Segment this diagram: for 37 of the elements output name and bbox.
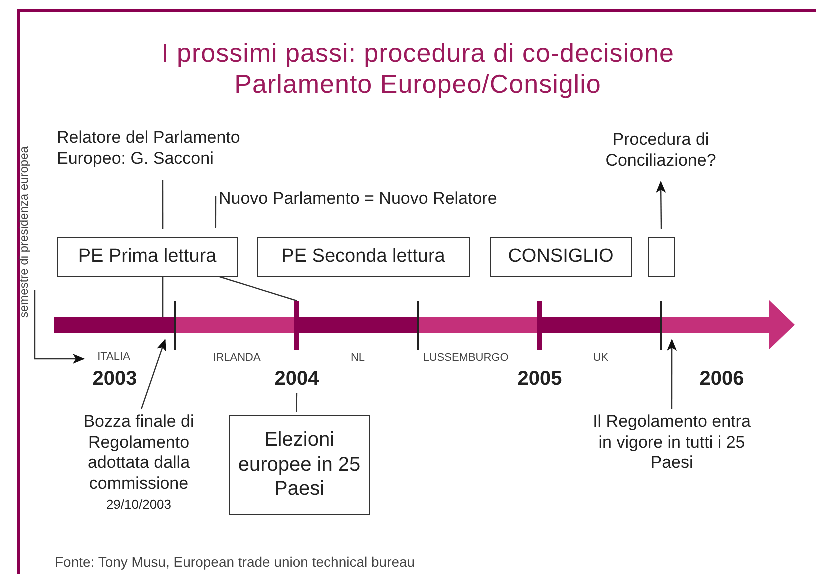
stage-box [229, 415, 370, 515]
leader-line [296, 392, 298, 412]
year-label: 2003 [92, 368, 138, 390]
period-label: NL [350, 352, 366, 364]
arrow [34, 290, 85, 364]
annotation-text: Bozza finale di Regolamento adottata dalla commissione [82, 412, 196, 495]
timeline-arrow [54, 300, 796, 350]
source-note: Fonte: Tony Musu, European trade union technical bureau [55, 554, 416, 570]
arrow [667, 339, 678, 409]
arrow [656, 181, 666, 229]
stage-box [490, 237, 632, 277]
period-label: ITALIA [88, 351, 140, 367]
leader-line [162, 180, 164, 229]
box-text: CONSIGLIO [508, 245, 614, 269]
period-label: UK [593, 352, 609, 364]
period-label: LUSSEMBURGO [423, 352, 509, 364]
box-text: Elezioni europee in 25 Paesi [237, 428, 362, 502]
leader-line [220, 276, 298, 302]
stage-box [257, 237, 470, 277]
year-label: 2004 [270, 367, 324, 393]
year-label: 2005 [518, 368, 562, 390]
annotation-text: Nuovo Parlamento = Nuovo Relatore [219, 189, 549, 215]
leader-line [215, 196, 217, 228]
box-text: PE Prima lettura [78, 245, 217, 269]
year-label: 2006 [700, 368, 744, 390]
annotation-text: Il Regolamento entra in vigore in tutti i 25 Paesi [590, 412, 754, 480]
title: I prossimi passi: procedura di co-decisione Parlamento Europeo/Consiglio [160, 38, 676, 100]
stage-box [57, 237, 238, 277]
annotation-text: Relatore del Parlamento Europeo: G. Sacconi [57, 128, 272, 176]
box-text: PE Seconda lettura [282, 245, 446, 269]
leader-line [162, 277, 164, 317]
axis-caption: semestre di presidenza europea [17, 122, 35, 318]
empty-box [648, 237, 675, 277]
arrow [141, 339, 166, 410]
period-label: IRLANDA [213, 352, 261, 364]
annotation-text: Procedura di Conciliazione? [585, 130, 737, 178]
date-text: 29/10/2003 [105, 496, 173, 513]
